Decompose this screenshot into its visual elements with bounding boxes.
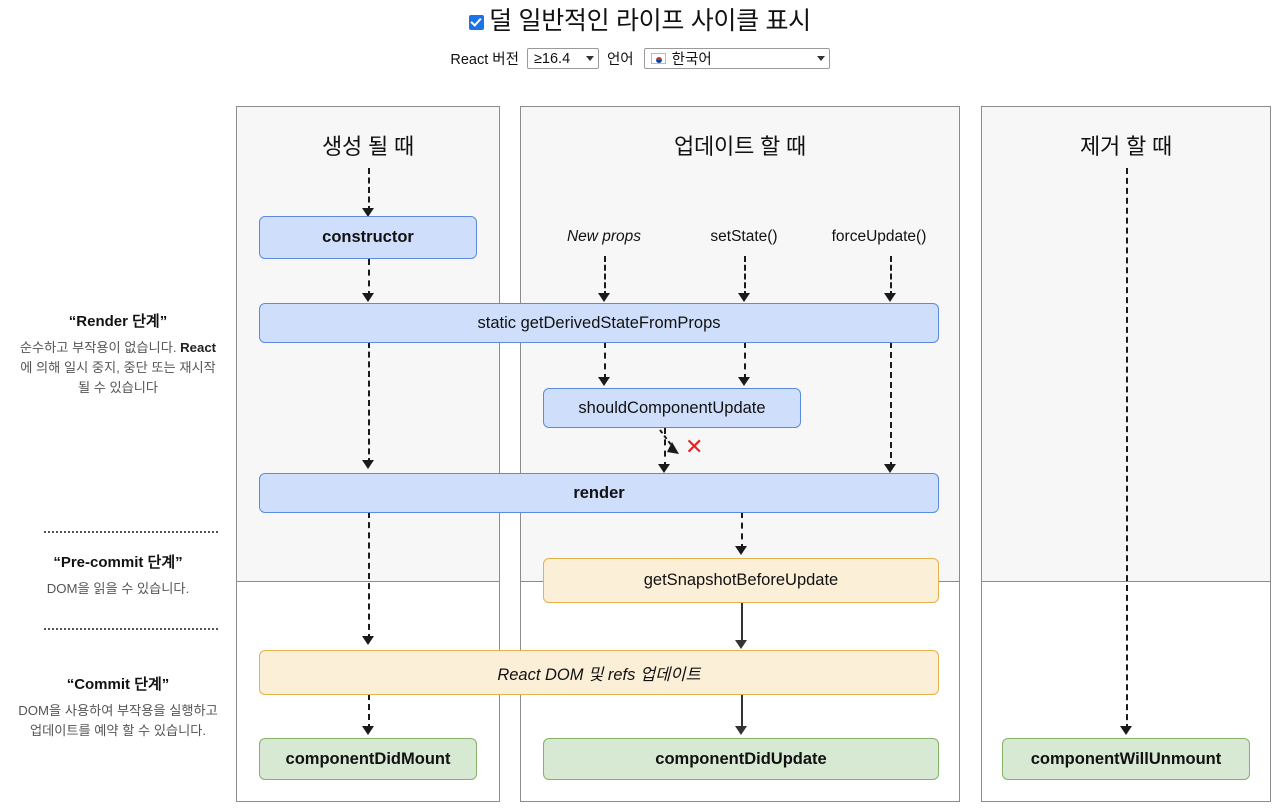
arrowhead-icon bbox=[738, 293, 750, 302]
column-update-title: 업데이트 할 때 bbox=[673, 134, 807, 159]
box-get-snapshot-before-update[interactable]: getSnapshotBeforeUpdate bbox=[543, 558, 939, 603]
phase-description: DOM을 사용하여 부작용을 실행하고 업데이트를 예약 할 수 있습니다. bbox=[18, 703, 218, 738]
column-update: 업데이트 할 때 bbox=[520, 106, 960, 802]
connector-snapshot-to-reactdom bbox=[741, 602, 743, 644]
connector-gdsfp-to-scu-left bbox=[604, 342, 606, 380]
connector-render-to-snapshot bbox=[741, 512, 743, 550]
language-label: 언어 bbox=[606, 52, 634, 68]
box-component-did-update[interactable]: componentDidUpdate bbox=[543, 738, 939, 780]
connector-force-update bbox=[890, 256, 892, 297]
phase-legend: “Render 단계” 순수하고 부작용이 없습니다. React 에 의해 일시… bbox=[0, 0, 236, 810]
header: 덜 일반적인 라이프 사이클 표시 React 버전 ≥16.4 언어 한국어 bbox=[0, 0, 1280, 69]
connector-unmount-to-willunmount bbox=[1126, 168, 1128, 730]
connector-gdsfp-to-scu-right bbox=[744, 342, 746, 380]
phase-desc-part: 에 의해 일시 중지, 중단 또는 재시작 될 수 있습니다 bbox=[20, 360, 216, 395]
arrowhead-icon bbox=[1120, 726, 1132, 735]
box-constructor[interactable]: constructor bbox=[259, 216, 477, 259]
arrowhead-icon bbox=[362, 460, 374, 469]
arrowhead-icon bbox=[735, 726, 747, 735]
phase-commit: “Commit 단계” DOM을 사용하여 부작용을 실행하고 업데이트를 예약… bbox=[18, 673, 218, 741]
react-version-value: ≥16.4 bbox=[533, 50, 571, 67]
language-select[interactable]: 한국어 bbox=[643, 48, 830, 69]
box-render[interactable]: render bbox=[259, 473, 939, 513]
connector-gdsfp-to-render bbox=[368, 342, 370, 464]
chevron-down-icon bbox=[816, 56, 825, 61]
arrowhead-icon bbox=[362, 208, 374, 217]
trigger-force-update: forceUpdate() bbox=[831, 228, 927, 245]
skip-render-branch bbox=[655, 428, 715, 468]
arrowhead-icon bbox=[884, 293, 896, 302]
react-version-label: React 버전 bbox=[450, 52, 519, 68]
arrowhead-icon bbox=[362, 293, 374, 302]
checkbox-icon[interactable] bbox=[469, 14, 485, 30]
connector-set-state bbox=[744, 256, 746, 297]
connector-render-to-reactdom bbox=[368, 512, 370, 640]
phase-desc-part: 순수하고 부작용이 없습니다. bbox=[19, 340, 181, 355]
column-unmount-title: 제거 할 때 bbox=[1080, 134, 1172, 159]
phase-divider bbox=[44, 531, 218, 533]
box-component-will-unmount[interactable]: componentWillUnmount bbox=[1002, 738, 1250, 780]
react-version-select[interactable]: ≥16.4 bbox=[526, 48, 599, 69]
connector-scu-to-render bbox=[664, 428, 666, 468]
arrowhead-icon bbox=[598, 293, 610, 302]
phase-description: 순수하고 부작용이 없습니다. React 에 의해 일시 중지, 중단 또는 재… bbox=[18, 338, 218, 398]
connector-reactdom-to-didupdate bbox=[741, 694, 743, 732]
phase-desc-emphasis: React bbox=[180, 340, 217, 355]
phase-divider bbox=[44, 628, 218, 630]
box-component-did-mount[interactable]: componentDidMount bbox=[259, 738, 477, 780]
skip-marker-x-icon: ✕ bbox=[685, 435, 704, 460]
box-should-component-update[interactable]: shouldComponentUpdate bbox=[543, 388, 801, 428]
column-mount-title: 생성 될 때 bbox=[322, 134, 414, 159]
arrowhead-icon bbox=[362, 726, 374, 735]
box-get-derived-state-from-props[interactable]: static getDerivedStateFromProps bbox=[259, 303, 939, 343]
arrowhead-icon bbox=[738, 377, 750, 386]
arrowhead-icon bbox=[658, 464, 670, 473]
box-react-dom-and-refs[interactable]: React DOM 및 refs 업데이트 bbox=[259, 650, 939, 695]
show-less-common-toggle[interactable]: 덜 일반적인 라이프 사이클 표시 bbox=[0, 0, 1280, 36]
phase-pre-commit: “Pre-commit 단계” DOM을 읽을 수 있습니다. bbox=[18, 551, 218, 599]
trigger-new-props: New props bbox=[566, 228, 642, 245]
chevron-down-icon bbox=[585, 56, 594, 61]
phase-title: “Commit 단계” bbox=[66, 676, 170, 693]
toggle-label: 덜 일반적인 라이프 사이클 표시 bbox=[489, 7, 811, 35]
arrowhead-icon bbox=[735, 546, 747, 555]
skip-arrow-icon bbox=[659, 429, 679, 454]
arrowhead-icon bbox=[884, 464, 896, 473]
connector-constructor-to-gdsfp bbox=[368, 259, 370, 297]
phase-description: DOM을 읽을 수 있습니다. bbox=[46, 581, 190, 596]
connector-new-props bbox=[604, 256, 606, 297]
controls-row: React 버전 ≥16.4 언어 한국어 bbox=[0, 48, 1280, 69]
phase-title: “Render 단계” bbox=[68, 313, 168, 330]
language-value: 한국어 bbox=[671, 52, 712, 68]
connector-reactdom-to-didmount bbox=[368, 694, 370, 730]
phase-title: “Pre-commit 단계” bbox=[53, 554, 183, 571]
phase-render: “Render 단계” 순수하고 부작용이 없습니다. React 에 의해 일시… bbox=[18, 310, 218, 398]
connector-mount-to-constructor bbox=[368, 168, 370, 212]
arrowhead-icon bbox=[598, 377, 610, 386]
trigger-set-state: setState() bbox=[710, 228, 778, 245]
arrowhead-icon bbox=[735, 640, 747, 649]
kr-flag-icon bbox=[650, 53, 666, 64]
arrowhead-icon bbox=[362, 636, 374, 645]
connector-forceupdate-to-render bbox=[890, 342, 892, 468]
